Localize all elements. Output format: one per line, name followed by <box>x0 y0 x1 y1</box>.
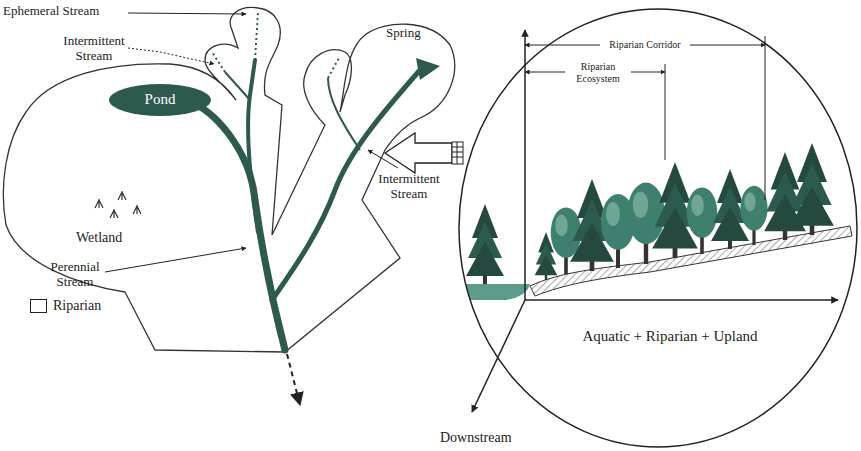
wetland-symbol <box>95 191 141 218</box>
perennial-stream <box>186 100 285 350</box>
axis-caption: Aquatic + Riparian + Upland <box>580 328 760 345</box>
stream-label: Ephemeral Stream <box>3 4 127 19</box>
water <box>466 284 530 300</box>
stream-label: Intermittent Stream <box>58 34 130 64</box>
stream-label: Intermittent Stream <box>372 172 446 202</box>
spring-symbol <box>416 58 440 80</box>
zone-label: Riparian Ecosystem <box>565 61 631 84</box>
node-text: Pond <box>108 91 212 108</box>
axis-label: Downstream <box>440 430 530 446</box>
riparian-inset-outline <box>459 9 857 447</box>
zone-brackets <box>525 36 765 200</box>
riparian-inset: Riparian CorridorRiparian EcosystemAquat… <box>458 8 858 448</box>
riparian-outline <box>3 7 454 352</box>
intermittent-stream <box>225 72 250 100</box>
feature-label: Spring <box>386 26 436 41</box>
intermittent-stream <box>328 78 360 150</box>
pond: Pond <box>108 83 212 117</box>
leader-line <box>105 248 246 272</box>
leader-line <box>128 13 246 14</box>
trees <box>466 143 834 284</box>
ephemeral-stream <box>328 56 340 78</box>
pond-outline <box>109 84 211 116</box>
legend-item: Riparian <box>30 298 101 314</box>
stream-label: Perennial Stream <box>40 260 110 290</box>
ephemeral-stream <box>255 12 258 60</box>
zone-label: Riparian Corridor <box>600 39 690 51</box>
inset-pointer <box>385 133 452 173</box>
legend-swatch <box>30 299 47 313</box>
feature-label: Wetland <box>76 230 146 246</box>
downstream-arrow <box>287 354 300 405</box>
ephemeral-stream <box>212 52 225 72</box>
legend-text: Riparian <box>53 298 101 314</box>
axes <box>472 30 838 412</box>
riparian-inset-shape <box>458 8 858 448</box>
intermittent-stream <box>248 60 258 232</box>
inset-tab <box>452 142 463 164</box>
leader-line <box>128 48 214 64</box>
